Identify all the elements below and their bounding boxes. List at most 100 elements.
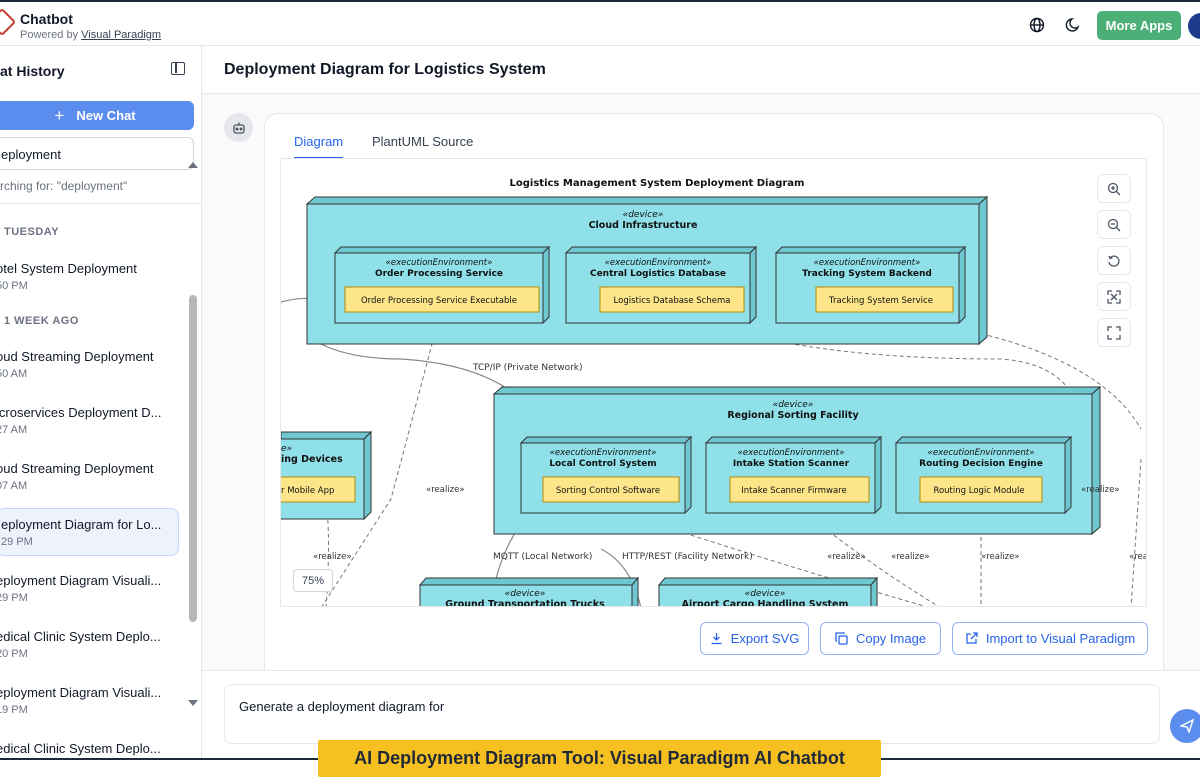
env-label: Routing Decision Engine: [919, 459, 1043, 469]
scroll-down-arrow[interactable]: [188, 700, 198, 706]
env-tracking-backend[interactable]: «executionEnvironment» Tracking System B…: [774, 245, 967, 325]
search-input[interactable]: eployment: [0, 137, 194, 170]
stereotype: «executionEnvironment»: [814, 258, 921, 268]
zoom-out-icon[interactable]: [1097, 210, 1131, 239]
env-label: Central Logistics Database: [590, 269, 726, 279]
connector: [281, 297, 310, 303]
app-logo: [0, 7, 17, 37]
chat-item-title: eployment Diagram Visuali...: [0, 685, 162, 700]
powered-by: Powered by Visual Paradigm: [20, 29, 161, 41]
moon-icon[interactable]: [1063, 15, 1083, 35]
chat-item[interactable]: oud Streaming Deployment 50 AM: [0, 341, 179, 389]
chat-item-time: 50 AM: [0, 368, 28, 380]
realize-label: «rea: [1129, 552, 1147, 562]
node-label: Ground Transportation Trucks: [445, 599, 605, 607]
stereotype: «device»: [505, 589, 546, 599]
stereotype: «executionEnvironment»: [605, 258, 712, 268]
artifact-label: Order Processing Service Executable: [361, 296, 517, 306]
export-svg-button[interactable]: Export SVG: [700, 622, 809, 655]
realize-line: [1130, 458, 1142, 606]
chat-item-title: edical Clinic System Deplo...: [0, 741, 161, 756]
chat-item-title: eployment Diagram Visuali...: [0, 573, 162, 588]
chat-item[interactable]: eployment Diagram Visuali... 19 PM: [0, 677, 179, 725]
node-handheld-devices[interactable]: e» ing Devices r Mobile App: [281, 430, 373, 521]
bot-icon: [224, 113, 253, 142]
realize-label: «realize»: [1081, 485, 1120, 495]
sidebar: at History + New Chat eployment rching f…: [0, 46, 202, 759]
sidebar-toggle-icon[interactable]: [171, 62, 185, 75]
avatar[interactable]: [1188, 13, 1200, 39]
import-visual-paradigm-button[interactable]: Import to Visual Paradigm: [952, 622, 1148, 655]
node-airport-cargo[interactable]: «device» Airport Cargo Handling System: [657, 576, 879, 607]
node-ground-trucks[interactable]: «device» Ground Transportation Trucks: [418, 576, 640, 607]
chat-item[interactable]: edical Clinic System Deplo...: [0, 733, 179, 781]
export-svg-label: Export SVG: [730, 631, 800, 646]
chat-item[interactable]: icroservices Deployment D... 27 AM: [0, 397, 179, 445]
new-chat-button[interactable]: + New Chat: [0, 101, 194, 130]
message-input[interactable]: Generate a deployment diagram for: [224, 684, 1160, 744]
send-icon[interactable]: [1170, 709, 1200, 743]
node-label: ing Devices: [281, 454, 343, 465]
plus-icon: +: [54, 105, 65, 125]
realize-line: [800, 508, 939, 606]
powered-link[interactable]: Visual Paradigm: [81, 29, 162, 41]
chat-item-active[interactable]: eployment Diagram for Lo... 29 PM: [0, 508, 179, 556]
realize-label: «realize»: [981, 552, 1020, 562]
chat-item[interactable]: otel System Deployment 50 PM: [0, 253, 179, 301]
tab-diagram[interactable]: Diagram: [294, 134, 344, 159]
new-chat-label: New Chat: [76, 108, 136, 123]
fit-icon[interactable]: [1097, 282, 1131, 311]
top-bar: Chatbot Powered by Visual Paradigm More …: [0, 0, 1200, 46]
sidebar-scrollbar[interactable]: [189, 295, 197, 622]
stereotype: «device»: [773, 400, 814, 410]
stereotype: «executionEnvironment»: [550, 448, 657, 458]
chat-item-time: 07 AM: [0, 480, 28, 492]
stereotype: «device»: [745, 589, 786, 599]
reset-icon[interactable]: [1097, 246, 1131, 275]
chat-item-title: oud Streaming Deployment: [0, 461, 154, 476]
group-label: 1 WEEK AGO: [4, 315, 79, 327]
app-name: Chatbot: [20, 11, 73, 27]
scroll-up-arrow[interactable]: [188, 162, 198, 168]
realize-line: [321, 328, 437, 606]
globe-icon[interactable]: [1027, 15, 1047, 35]
chat-item-time: 29 PM: [1, 536, 33, 548]
artifact-label: Logistics Database Schema: [614, 296, 731, 306]
env-central-logistics-db[interactable]: «executionEnvironment» Central Logistics…: [564, 245, 758, 325]
download-icon: [711, 633, 722, 645]
node-label: Airport Cargo Handling System: [682, 599, 849, 607]
chat-item-title: icroservices Deployment D...: [0, 405, 162, 420]
copy-icon: [835, 632, 848, 645]
caption-banner: AI Deployment Diagram Tool: Visual Parad…: [318, 740, 881, 777]
chat-item-time: 19 PM: [0, 704, 28, 716]
chat-item-title: otel System Deployment: [0, 261, 137, 276]
realize-label: «realize»: [426, 485, 465, 495]
env-label: Order Processing Service: [375, 269, 503, 279]
connector-label: MQTT (Local Network): [493, 552, 592, 562]
env-order-processing[interactable]: «executionEnvironment» Order Processing …: [333, 245, 551, 325]
copy-image-button[interactable]: Copy Image: [820, 622, 941, 655]
chat-item-time: 20 PM: [0, 648, 28, 660]
env-label: Tracking System Backend: [802, 269, 932, 279]
chat-item-time: 29 PM: [0, 592, 28, 604]
diagram-canvas[interactable]: Logistics Management System Deployment D…: [280, 158, 1147, 607]
artifact-label: Tracking System Service: [828, 296, 933, 306]
realize-line: [960, 328, 1142, 430]
stereotype-partial: e»: [281, 444, 292, 454]
env-intake-scanner[interactable]: «executionEnvironment» Intake Station Sc…: [704, 435, 883, 515]
artifact-label: Intake Scanner Firmware: [741, 486, 846, 496]
stereotype: «device»: [623, 210, 664, 220]
chat-item[interactable]: eployment Diagram Visuali... 29 PM: [0, 565, 179, 613]
chat-item[interactable]: oud Streaming Deployment 07 AM: [0, 453, 179, 501]
zoom-in-icon[interactable]: [1097, 174, 1131, 203]
env-routing-engine[interactable]: «executionEnvironment» Routing Decision …: [894, 435, 1073, 515]
chat-item[interactable]: edical Clinic System Deplo... 20 PM: [0, 621, 179, 669]
fullscreen-icon[interactable]: [1097, 318, 1131, 347]
tab-plantuml-source[interactable]: PlantUML Source: [372, 134, 474, 149]
import-visual-paradigm-label: Import to Visual Paradigm: [985, 631, 1136, 646]
env-label: Local Control System: [549, 459, 656, 469]
env-local-control[interactable]: «executionEnvironment» Local Control Sys…: [519, 435, 693, 515]
chat-history-title: at History: [0, 63, 65, 79]
more-apps-button[interactable]: More Apps: [1097, 11, 1181, 40]
artifact-label: r Mobile App: [281, 486, 334, 496]
